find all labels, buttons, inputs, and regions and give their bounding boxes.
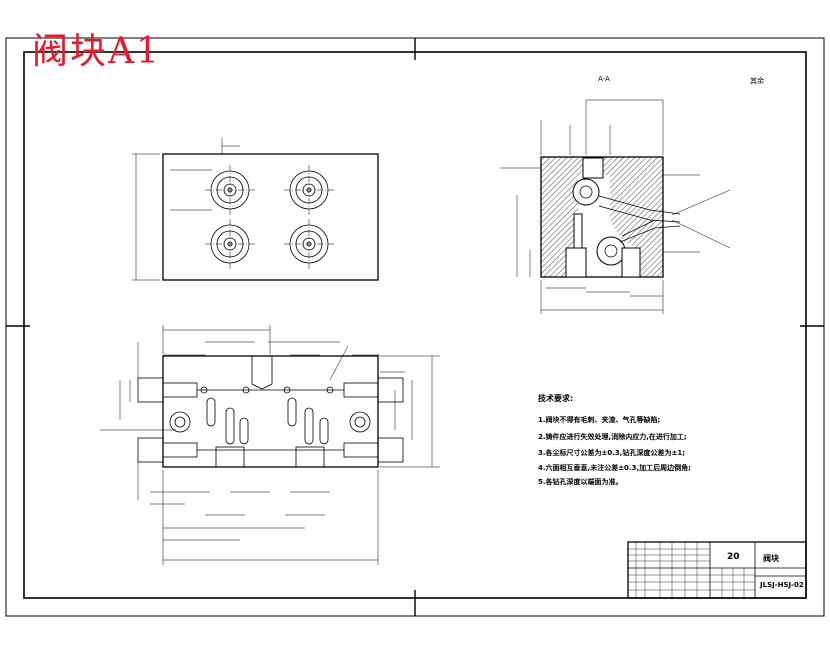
port-circles bbox=[210, 170, 329, 264]
section-view bbox=[500, 99, 731, 314]
top-view bbox=[132, 138, 379, 281]
tech-requirement-item: 4.六面相互垂直,未注公差±0.3,加工后周边倒角; bbox=[538, 464, 691, 472]
watermark-label: 阀块A1 bbox=[32, 31, 161, 72]
title-block-part-name: 阀块 bbox=[763, 554, 779, 563]
title-block-quantity: 20 bbox=[727, 552, 740, 562]
title-block bbox=[627, 541, 807, 599]
tech-requirements-title: 技术要求: bbox=[538, 394, 574, 403]
section-label: A-A bbox=[598, 75, 610, 83]
tech-requirement-item: 5.各钻孔深度以端面为准。 bbox=[538, 478, 623, 486]
tech-requirement-item: 2.铸件应进行失效处理,消除内应力,在进行加工; bbox=[538, 433, 687, 441]
tech-requirement-item: 3.各尘标尺寸公差为±0.3,钻孔深度公差为±1; bbox=[538, 449, 685, 457]
outer-frame bbox=[5, 37, 825, 617]
inner-frame bbox=[23, 51, 807, 599]
title-block-drawing-code: JLSJ-HSJ-02 bbox=[760, 581, 804, 589]
front-view bbox=[100, 325, 440, 565]
tech-requirement-item: 1.阀块不得有毛刺、夹渣、气孔等缺陷; bbox=[538, 416, 661, 424]
roughness-note: 其余 bbox=[750, 77, 764, 85]
